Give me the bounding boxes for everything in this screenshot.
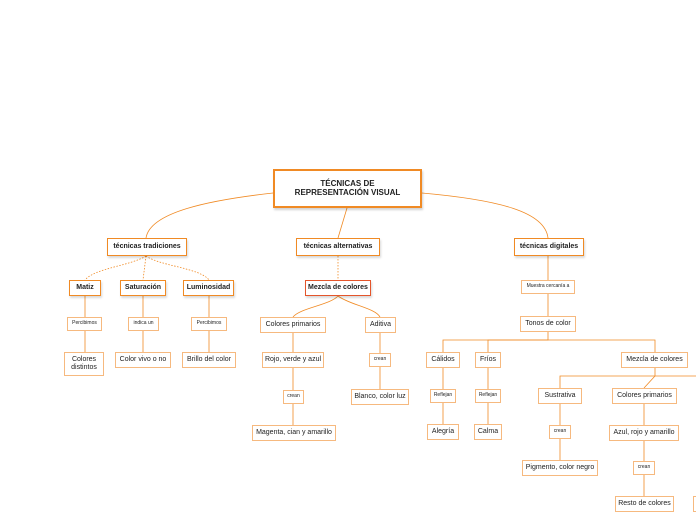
clipped-node-edge xyxy=(693,496,696,512)
link-label-crean-primarios-dig[interactable]: crean xyxy=(633,461,655,475)
topic-matiz[interactable]: Matiz xyxy=(69,280,101,296)
root-title-line2: REPRESENTACIÓN VISUAL xyxy=(294,187,401,197)
result-blanco-color-luz[interactable]: Blanco, color luz xyxy=(351,389,409,405)
branch-tradicionales[interactable]: técnicas tradiciones xyxy=(107,238,187,256)
topic-saturacion[interactable]: Saturación xyxy=(120,280,166,296)
root-title-line1: TÉCNICAS DE xyxy=(320,178,375,188)
branch-digitales[interactable]: técnicas digitales xyxy=(514,238,584,256)
topic-colores-primarios-dig[interactable]: Colores primarios xyxy=(612,388,677,404)
link-label-crean-primarios[interactable]: crean xyxy=(283,390,304,404)
result-magenta-cian-amarillo[interactable]: Magenta, cian y amarillo xyxy=(252,425,336,441)
link-label-muestra-cercania[interactable]: Muestra cercanía a xyxy=(521,280,575,294)
root-topic[interactable]: TÉCNICAS DE REPRESENTACIÓN VISUAL xyxy=(273,169,422,208)
result-saturacion[interactable]: Color vivo o no xyxy=(115,352,171,368)
value-rojo-verde-azul[interactable]: Rojo, verde y azul xyxy=(262,352,324,368)
result-pigmento-color-negro[interactable]: Pigmento, color negro xyxy=(522,460,598,476)
value-azul-rojo-amarillo[interactable]: Azul, rojo y amarillo xyxy=(609,425,679,441)
topic-sustrativa[interactable]: Sustrativa xyxy=(538,388,582,404)
link-label-crean-aditiva[interactable]: crean xyxy=(369,353,391,367)
branch-alternativas[interactable]: técnicas alternativas xyxy=(296,238,380,256)
link-label-saturacion[interactable]: indica un xyxy=(128,317,159,331)
result-calma[interactable]: Calma xyxy=(474,424,502,440)
result-alegria[interactable]: Alegría xyxy=(427,424,459,440)
link-label-crean-sustrativa[interactable]: crean xyxy=(549,425,571,439)
topic-luminosidad[interactable]: Luminosidad xyxy=(183,280,234,296)
topic-calidos[interactable]: Cálidos xyxy=(426,352,460,368)
topic-frios[interactable]: Fríos xyxy=(475,352,501,368)
link-label-reflejan-calidos[interactable]: Reflejan xyxy=(430,389,456,403)
link-label-reflejan-frios[interactable]: Reflejan xyxy=(475,389,501,403)
result-resto-de-colores[interactable]: Resto de colores xyxy=(615,496,674,512)
link-label-matiz[interactable]: Percibimos xyxy=(67,317,102,331)
result-matiz[interactable]: Colores distintos xyxy=(64,352,104,376)
topic-mezcla-alternativas[interactable]: Mezcla de colores xyxy=(305,280,371,296)
topic-tonos-de-color[interactable]: Tonos de color xyxy=(520,316,576,332)
topic-aditiva[interactable]: Aditiva xyxy=(365,317,396,333)
topic-mezcla-digitales[interactable]: Mezcla de colores xyxy=(621,352,688,368)
topic-colores-primarios-alt[interactable]: Colores primarios xyxy=(260,317,326,333)
result-luminosidad[interactable]: Brillo del color xyxy=(182,352,236,368)
link-label-luminosidad[interactable]: Percibimos xyxy=(191,317,227,331)
